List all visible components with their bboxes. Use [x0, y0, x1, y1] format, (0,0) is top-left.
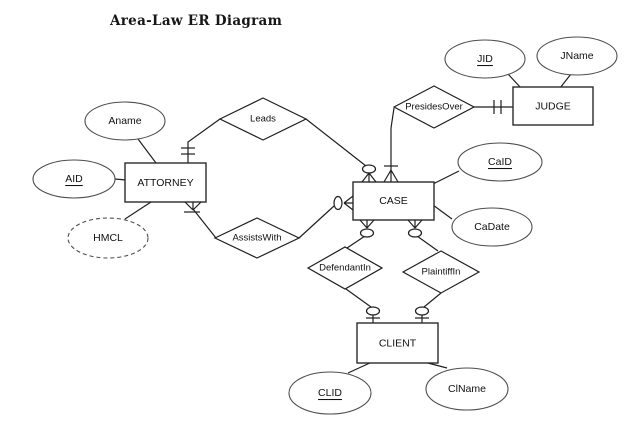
link-assistswith-case [298, 205, 335, 239]
relationship-defendantin-diamond [306, 246, 384, 290]
attribute-jname-label: JName [560, 50, 593, 62]
link-defendantin-client [345, 288, 372, 308]
entity-case-box [352, 181, 435, 221]
relationship-plaintiffin-diamond [401, 250, 481, 294]
relationship-defendantin: DefendantIn [306, 246, 384, 290]
attribute-clname-label: ClName [448, 383, 486, 395]
attribute-caid-ellipse [457, 142, 543, 182]
entity-case: CASE [352, 181, 435, 221]
entity-client-box [356, 322, 439, 364]
entity-client: CLIENT [356, 322, 439, 364]
relationship-presidesover-diamond [392, 85, 476, 129]
attribute-caid: CaID [457, 142, 543, 182]
link-case-defendantin [346, 235, 366, 249]
link-jid-judge [507, 73, 522, 89]
entity-case-label: CASE [379, 195, 408, 207]
link-aname-attorney [137, 138, 157, 164]
link-leads-case [305, 118, 367, 167]
attribute-jname: JName [536, 36, 618, 76]
link-hmcl-attorney [124, 201, 152, 220]
attribute-aid-label: AID [65, 173, 83, 185]
entity-attorney-label: ATTORNEY [137, 177, 193, 189]
attribute-hmcl-label: HMCL [93, 232, 123, 244]
link-attorney-leads [187, 118, 221, 163]
zero-or-one-icon [414, 306, 430, 319]
relationship-presidesover-label: PresidesOver [405, 102, 463, 113]
relationship-links [187, 106, 513, 323]
relationship-assistswith-diamond [213, 217, 301, 259]
link-jname-judge [559, 73, 572, 89]
relationship-presidesover: PresidesOver [392, 85, 476, 129]
zero-or-one-icon [365, 306, 381, 319]
link-attorney-assistswith [192, 208, 217, 239]
one-or-many-icon [383, 165, 399, 183]
attribute-jname-ellipse [536, 36, 618, 76]
link-clid-client [347, 361, 373, 374]
attribute-jid: JID [444, 39, 526, 79]
zero-or-many-icon [359, 219, 375, 238]
attribute-jid-ellipse [444, 39, 526, 79]
link-cadate-case [432, 204, 453, 220]
entity-attorney: ATTORNEY [124, 162, 207, 203]
one-and-only-one-icon [181, 147, 195, 155]
attribute-clname-ellipse [425, 367, 509, 411]
relationship-leads: Leads [218, 97, 308, 141]
attribute-aname: Aname [84, 101, 166, 141]
entity-judge: JUDGE [512, 86, 594, 126]
link-aid-attorney [114, 178, 127, 181]
attribute-aname-label: Aname [108, 115, 141, 127]
attribute-aname-ellipse [84, 101, 166, 141]
attribute-clname: ClName [425, 367, 509, 411]
relationship-plaintiffin: PlaintiffIn [401, 250, 481, 294]
relationship-leads-label: Leads [250, 114, 276, 125]
entity-judge-box [512, 86, 594, 126]
zero-or-many-icon [361, 164, 377, 183]
one-and-only-one-icon [493, 100, 502, 114]
attribute-hmcl-ellipse [67, 217, 149, 259]
attribute-hmcl: HMCL [67, 217, 149, 259]
attribute-aid: AID [32, 159, 116, 199]
attribute-jid-label: JID [477, 53, 493, 65]
link-caid-case [432, 170, 460, 185]
entity-judge-label: JUDGE [535, 101, 571, 113]
relationship-plaintiffin-label: PlaintiffIn [422, 267, 461, 278]
entity-attorney-box [124, 162, 207, 203]
link-presidesover-case [390, 107, 395, 170]
attribute-cadate-ellipse [451, 207, 533, 247]
attribute-caid-label: CaID [488, 156, 512, 168]
relationship-defendantin-label: DefendantIn [319, 263, 371, 274]
attribute-aid-ellipse [32, 159, 116, 199]
zero-or-many-icon [407, 219, 423, 238]
cardinality-markers [181, 100, 502, 319]
one-or-many-icon [184, 201, 202, 213]
attribute-clid-label: CLID [318, 387, 342, 399]
link-case-plaintiffin [416, 235, 439, 252]
zero-or-many-icon [333, 195, 354, 211]
relationship-assistswith-label: AssistsWith [232, 233, 281, 244]
entity-client-label: CLIENT [379, 338, 417, 350]
relationship-assistswith: AssistsWith [213, 217, 301, 259]
attribute-links [114, 73, 572, 374]
attribute-cadate: CaDate [451, 207, 533, 247]
relationship-leads-diamond [218, 97, 308, 141]
link-plaintiffin-client [423, 292, 442, 308]
attribute-clid-ellipse [288, 371, 372, 415]
diagram-title: Area-Law ER Diagram [109, 13, 282, 29]
attribute-cadate-label: CaDate [474, 221, 510, 233]
attribute-clid: CLID [288, 371, 372, 415]
